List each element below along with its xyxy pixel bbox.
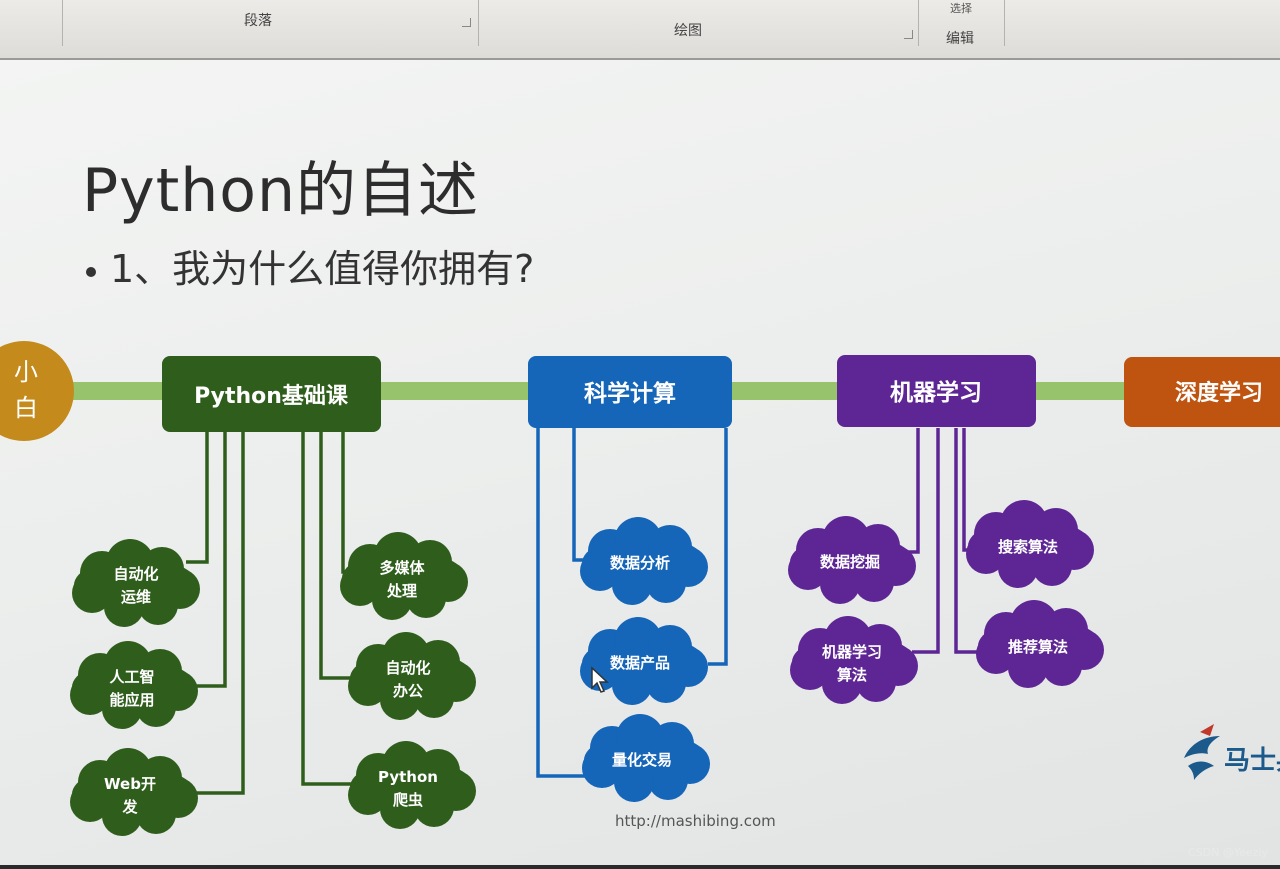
connector-line (196, 432, 227, 688)
svg-text:多媒体: 多媒体 (379, 559, 425, 577)
svg-text:数据产品: 数据产品 (610, 654, 670, 672)
cloud-ai-application: 人工智 能应用 (70, 641, 198, 729)
start-node-label: 小 (14, 358, 38, 386)
csdn-watermark: CSDN @Yeeziy (1188, 846, 1268, 859)
connector-line (912, 428, 940, 654)
svg-text:数据分析: 数据分析 (610, 554, 670, 572)
dialog-launcher-icon[interactable] (462, 18, 471, 27)
bullet-dot-icon (86, 266, 96, 277)
connector-line (319, 432, 356, 680)
cloud-automation-ops: 自动化 运维 (72, 539, 200, 627)
slide-bullet: 1、我为什么值得你拥有? (86, 238, 534, 293)
svg-text:运维: 运维 (121, 588, 151, 606)
ribbon-separator (918, 0, 919, 46)
svg-text:人工智: 人工智 (109, 668, 154, 686)
connector-line (536, 428, 586, 778)
svg-text:Web开: Web开 (104, 775, 156, 793)
svg-text:自动化: 自动化 (113, 565, 158, 583)
mouse-cursor-icon (591, 666, 609, 693)
connector-line (954, 428, 982, 654)
svg-text:算法: 算法 (837, 666, 867, 684)
connector-line (301, 432, 356, 786)
cloud-ml-algorithms: 机器学习 算法 (790, 616, 918, 704)
ribbon-group-paragraph[interactable]: 段落 (244, 13, 272, 29)
svg-text:量化交易: 量化交易 (612, 751, 672, 769)
cloud-recommendation-algorithms: 推荐算法 (976, 600, 1104, 688)
connector-line (708, 428, 728, 666)
ribbon-separator (1004, 0, 1005, 46)
cloud-python-crawler: Python 爬虫 (348, 741, 476, 829)
svg-text:Python: Python (378, 768, 438, 786)
cloud-multimedia: 多媒体 处理 (340, 532, 468, 620)
cloud-search-algorithms: 搜索算法 (966, 500, 1094, 588)
app-ribbon: 段落 绘图 编辑 选择 (0, 0, 1280, 60)
stage-label: Python基础课 (194, 384, 349, 409)
presentation-slide: Python的自述 1、我为什么值得你拥有? (0, 60, 1280, 865)
svg-text:搜索算法: 搜索算法 (998, 538, 1058, 556)
stage-label: 深度学习 (1175, 380, 1263, 406)
svg-text:能应用: 能应用 (109, 691, 154, 709)
connector-line (186, 432, 209, 564)
python-basics-connectors (186, 432, 356, 795)
slide-title: Python的自述 (82, 156, 479, 226)
stage-python-basics (162, 356, 381, 432)
start-node-label: 白 (14, 394, 38, 422)
start-node-xiaobai (0, 341, 74, 441)
connector-line (900, 428, 920, 554)
connector-line (572, 428, 586, 562)
stage-label: 机器学习 (890, 379, 982, 406)
connector-line (196, 432, 245, 795)
svg-text:数据挖掘: 数据挖掘 (820, 553, 880, 571)
stage-scientific-computing (528, 356, 732, 428)
learning-path-diagram: 小 白 Python基础课 科学计算 机器学习 深度学习 自动化 运维 人工智 … (0, 341, 1280, 836)
dialog-launcher-icon[interactable] (904, 30, 913, 39)
mashibing-logo-text: 马士兵 (1224, 746, 1280, 776)
cloud-data-mining: 数据挖掘 (788, 516, 916, 604)
bullet-text: 1、我为什么值得你拥有? (110, 247, 535, 291)
ribbon-separator (478, 0, 479, 46)
svg-text:办公: 办公 (393, 682, 423, 700)
cloud-office-automation: 自动化 办公 (348, 632, 476, 720)
scientific-connectors (536, 428, 728, 778)
ribbon-select-button[interactable]: 选择 (950, 2, 972, 15)
svg-text:爬虫: 爬虫 (392, 791, 423, 809)
ribbon-group-drawing[interactable]: 绘图 (674, 23, 702, 39)
stage-deep-learning (1124, 357, 1280, 427)
cloud-quant-trading: 量化交易 (582, 714, 710, 802)
cloud-data-analysis: 数据分析 (580, 517, 708, 605)
svg-text:推荐算法: 推荐算法 (1008, 638, 1068, 656)
ribbon-group-editing[interactable]: 编辑 (946, 31, 974, 47)
slide-footer-url: http://mashibing.com (615, 812, 776, 830)
stage-label: 科学计算 (584, 380, 676, 407)
svg-text:自动化: 自动化 (385, 659, 430, 677)
cloud-data-product: 数据产品 (580, 617, 708, 705)
svg-text:发: 发 (121, 798, 138, 816)
stage-machine-learning (837, 355, 1036, 427)
ribbon-separator (62, 0, 63, 46)
mashibing-logo-icon (1184, 724, 1220, 780)
cloud-web-development: Web开 发 (70, 748, 198, 836)
svg-text:处理: 处理 (386, 582, 417, 600)
svg-text:机器学习: 机器学习 (822, 643, 882, 661)
